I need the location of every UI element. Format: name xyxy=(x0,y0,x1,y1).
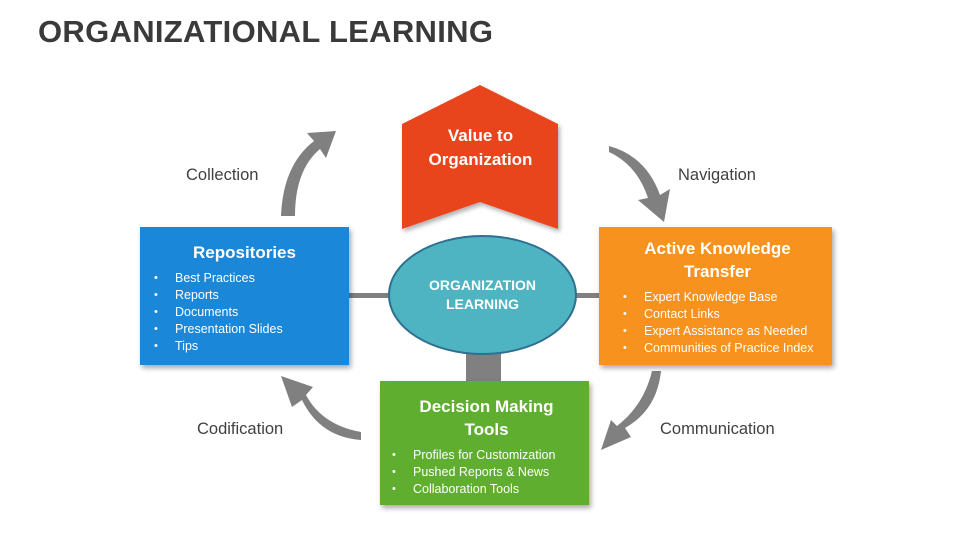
list-item: Presentation Slides xyxy=(154,321,337,338)
center-line1: ORGANIZATION xyxy=(428,277,537,293)
list-item: Contact Links xyxy=(623,306,822,323)
decision-tools-title: Decision Making Tools xyxy=(392,395,581,441)
page-title: ORGANIZATIONAL LEARNING xyxy=(38,14,494,49)
list-item: Best Practices xyxy=(154,270,337,287)
decision-making-tools-box: Decision Making Tools Profiles for Custo… xyxy=(380,381,589,505)
active-transfer-list: Expert Knowledge Base Contact Links Expe… xyxy=(613,289,822,357)
communication-arrow-icon xyxy=(601,371,661,450)
collection-arrow-icon xyxy=(281,131,336,216)
repositories-list: Best Practices Reports Documents Present… xyxy=(152,270,337,355)
organization-learning-ellipse: ORGANIZATION LEARNING xyxy=(388,235,577,355)
repositories-box: Repositories Best Practices Reports Docu… xyxy=(140,227,349,365)
list-item: Tips xyxy=(154,338,337,355)
value-line2: Organization xyxy=(428,150,533,169)
navigation-label: Navigation xyxy=(678,166,756,184)
center-line2: LEARNING xyxy=(445,296,520,312)
list-item: Communities of Practice Index xyxy=(623,340,822,357)
collection-label: Collection xyxy=(186,166,259,184)
active-transfer-title-line1: Active Knowledge xyxy=(644,239,791,258)
decision-tools-list: Profiles for Customization Pushed Report… xyxy=(392,447,581,498)
active-transfer-title-line2: Transfer xyxy=(683,262,752,281)
value-to-organization: Value to Organization xyxy=(403,124,558,172)
active-knowledge-transfer-box: Active Knowledge Transfer Expert Knowled… xyxy=(599,227,832,365)
navigation-arrow-icon xyxy=(609,146,670,222)
value-line1: Value to xyxy=(447,126,514,145)
decision-tools-title-line1: Decision Making xyxy=(419,397,554,416)
communication-label: Communication xyxy=(660,420,775,438)
connector-right xyxy=(575,293,601,298)
list-item: Pushed Reports & News xyxy=(392,464,581,481)
list-item: Reports xyxy=(154,287,337,304)
codification-arrow-icon xyxy=(281,376,361,440)
list-item: Collaboration Tools xyxy=(392,481,581,498)
list-item: Documents xyxy=(154,304,337,321)
connector-bottom xyxy=(466,353,501,382)
repositories-title: Repositories xyxy=(193,243,296,262)
decision-tools-title-line2: Tools xyxy=(464,420,509,439)
value-shape xyxy=(402,85,558,229)
active-transfer-title: Active Knowledge Transfer xyxy=(613,237,822,283)
list-item: Expert Assistance as Needed xyxy=(623,323,822,340)
connector-left xyxy=(349,293,391,298)
codification-label: Codification xyxy=(197,420,284,438)
list-item: Expert Knowledge Base xyxy=(623,289,822,306)
list-item: Profiles for Customization xyxy=(392,447,581,464)
